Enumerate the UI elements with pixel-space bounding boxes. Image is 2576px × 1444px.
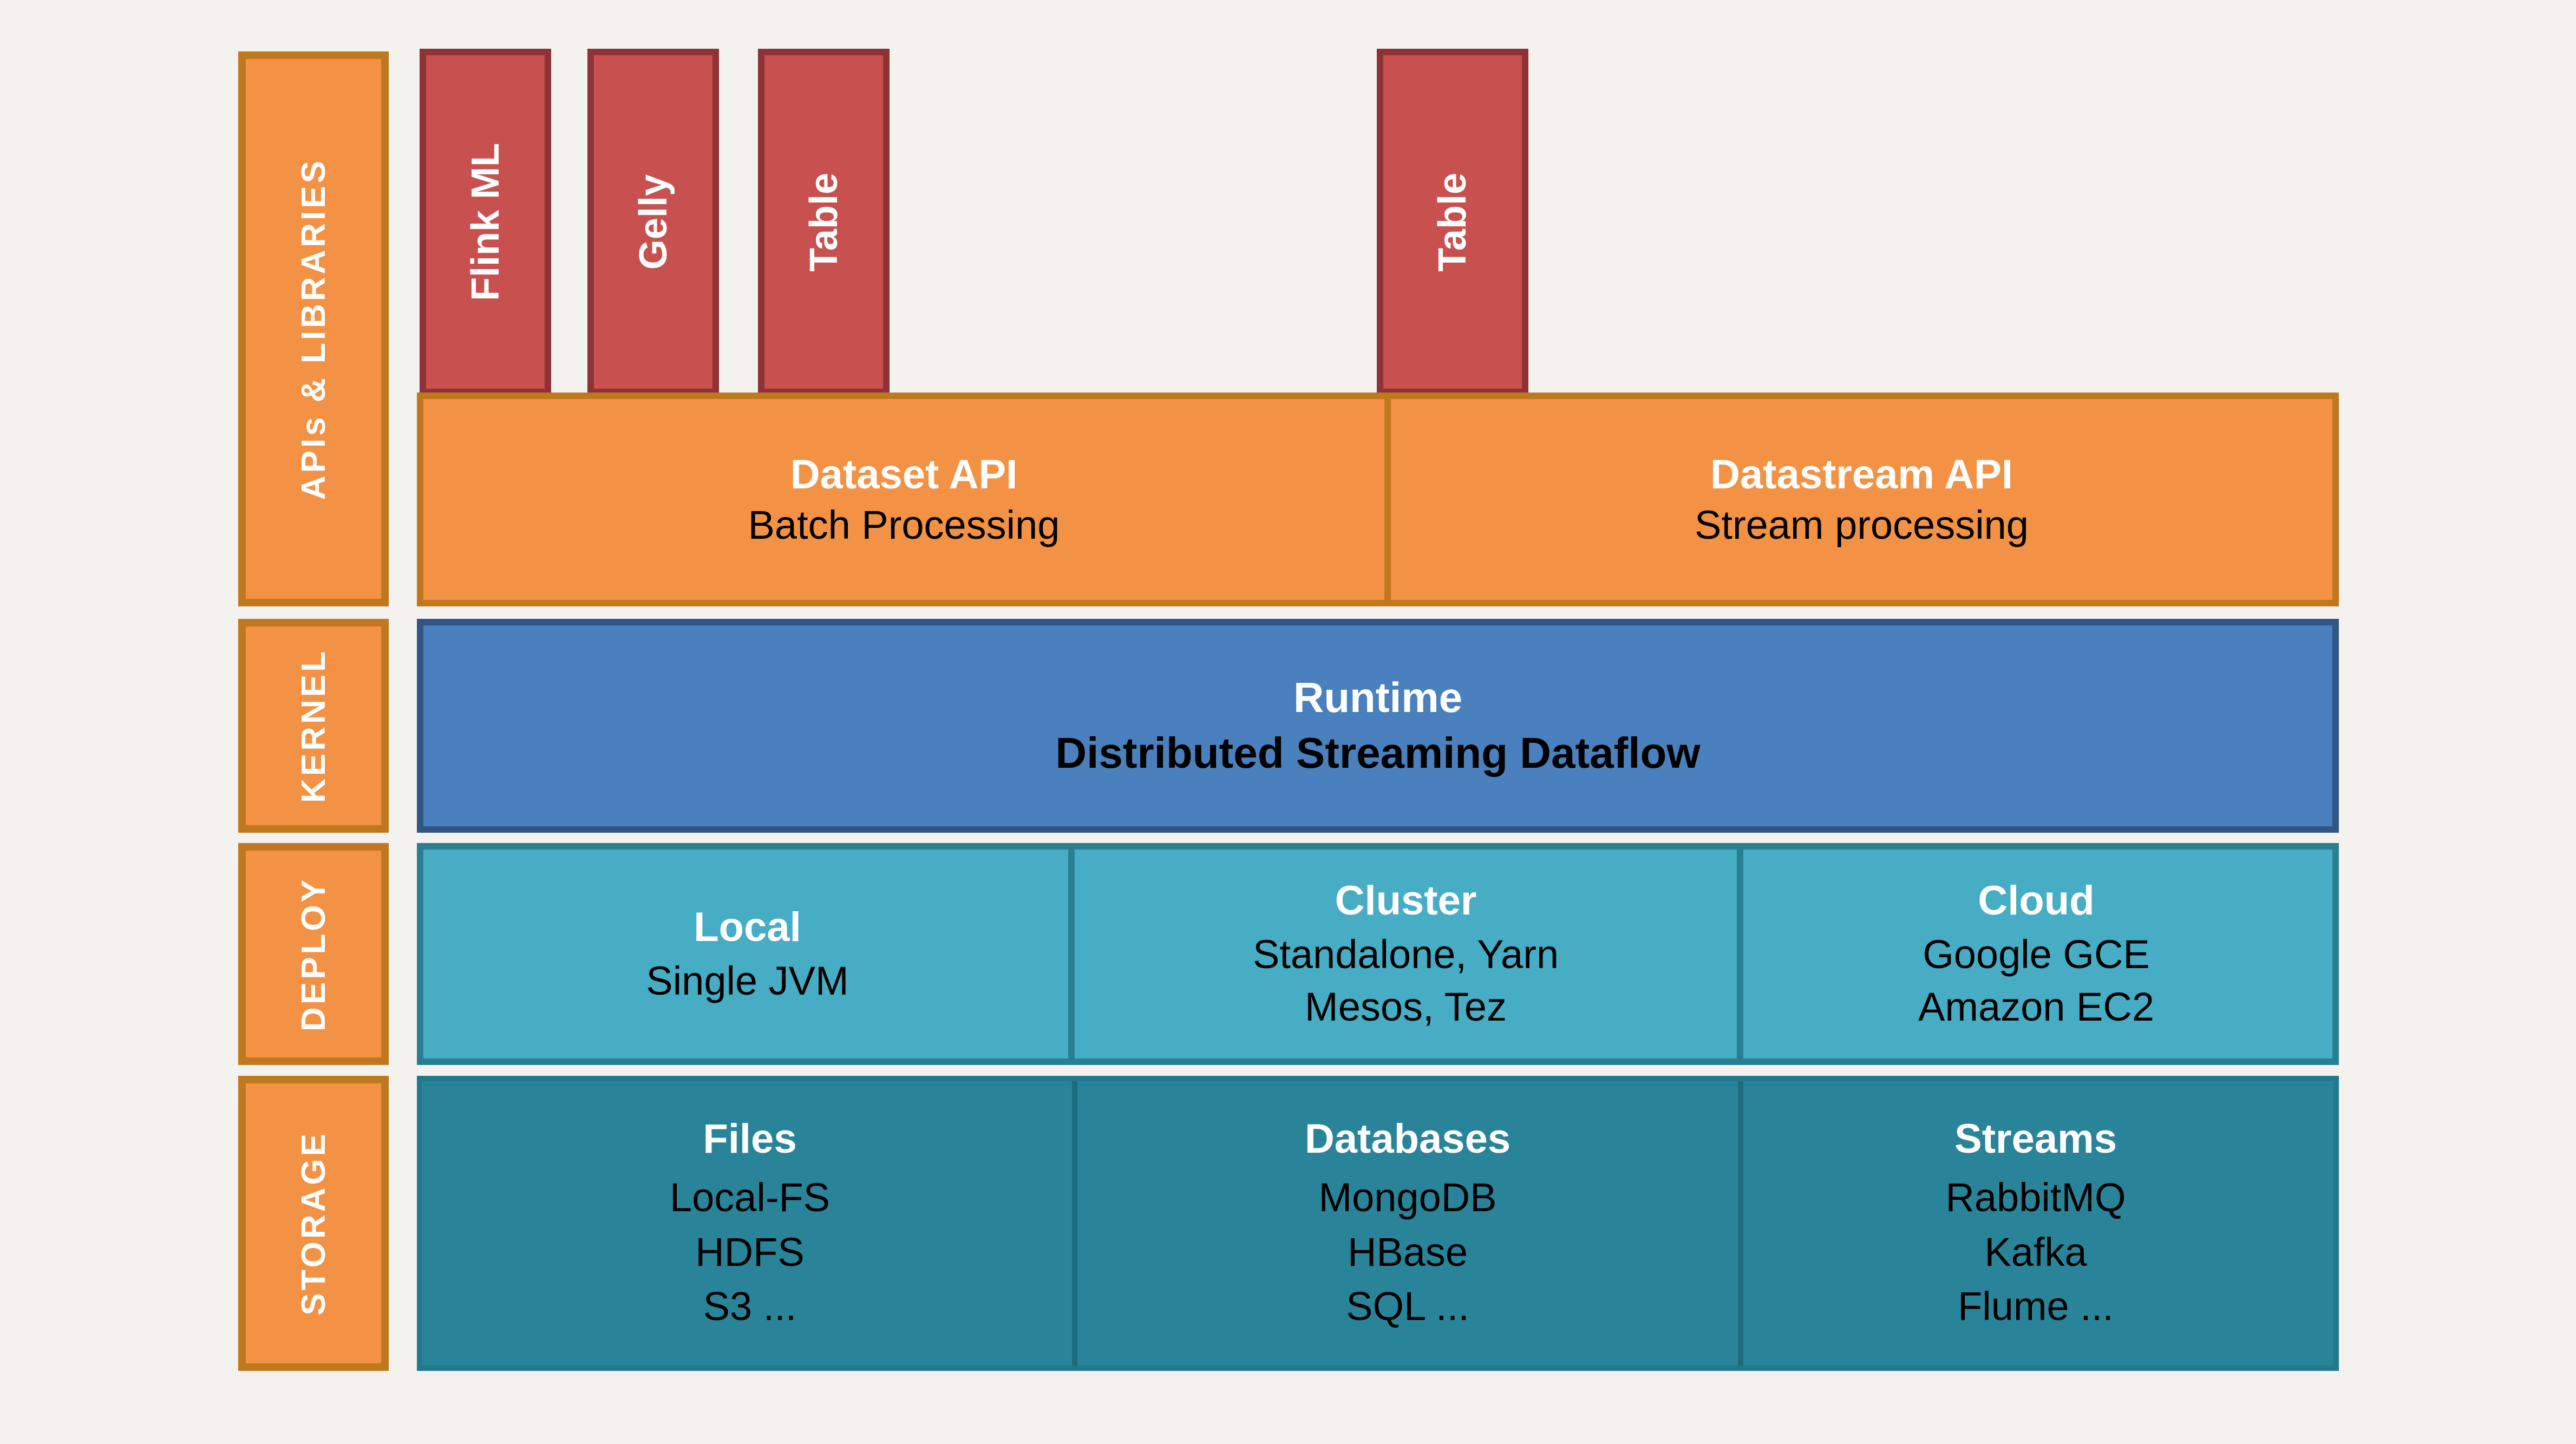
api-title-datastream: Datastream API [1710, 451, 2013, 498]
side-label-deploy-text: DEPLOY [295, 877, 332, 1031]
side-label-apis-libraries-text: APIs & LIBRARIES [295, 158, 332, 500]
api-cell-dataset[interactable]: Dataset API Batch Processing [423, 399, 1384, 600]
deploy-line-local-0: Single JVM [646, 958, 849, 1003]
storage-line-files-2: S3 ... [703, 1284, 797, 1329]
runtime-subtitle: Distributed Streaming Dataflow [1055, 729, 1701, 777]
api-cell-datastream[interactable]: Datastream API Stream processing [1384, 399, 2332, 600]
storage-line-databases-1: HBase [1347, 1229, 1468, 1275]
side-label-apis-libraries: APIs & LIBRARIES [238, 51, 389, 606]
storage-band: Files Local-FS HDFS S3 ... Databases Mon… [417, 1076, 2339, 1371]
library-label-flink-ml: Flink ML [463, 143, 507, 301]
storage-line-streams-2: Flume ... [1958, 1284, 2114, 1329]
side-label-deploy: DEPLOY [238, 843, 389, 1065]
storage-title-streams: Streams [1954, 1116, 2117, 1162]
deploy-line-cluster-0: Standalone, Yarn [1252, 931, 1559, 977]
deploy-cell-cloud[interactable]: Cloud Google GCE Amazon EC2 [1737, 850, 2329, 1059]
library-label-table-batch: Table [802, 172, 846, 272]
runtime-box[interactable]: Runtime Distributed Streaming Dataflow [417, 619, 2339, 833]
runtime-title: Runtime [1293, 673, 1462, 721]
storage-cell-streams[interactable]: Streams RabbitMQ Kafka Flume ... [1738, 1081, 2328, 1365]
storage-line-files-0: Local-FS [669, 1174, 831, 1220]
storage-title-databases: Databases [1304, 1116, 1511, 1162]
storage-line-streams-0: RabbitMQ [1945, 1174, 2126, 1220]
side-label-kernel-text: KERNEL [295, 649, 332, 803]
library-label-table-stream: Table [1431, 172, 1474, 272]
deploy-cell-local[interactable]: Local Single JVM [427, 850, 1068, 1059]
storage-line-streams-1: Kafka [1984, 1229, 2087, 1275]
side-label-storage-text: STORAGE [295, 1131, 332, 1316]
api-band: Dataset API Batch Processing Datastream … [417, 393, 2339, 606]
library-box-gelly[interactable]: Gelly [587, 49, 719, 395]
storage-line-databases-0: MongoDB [1318, 1174, 1497, 1220]
deploy-title-local: Local [694, 904, 801, 950]
storage-cell-databases[interactable]: Databases MongoDB HBase SQL ... [1072, 1081, 1738, 1365]
api-subtitle-dataset: Batch Processing [748, 502, 1060, 547]
library-box-flink-ml[interactable]: Flink ML [420, 49, 551, 395]
library-box-table-stream[interactable]: Table [1377, 49, 1528, 395]
deploy-cell-cluster[interactable]: Cluster Standalone, Yarn Mesos, Tez [1068, 850, 1737, 1059]
storage-line-databases-2: SQL ... [1346, 1284, 1469, 1329]
storage-title-files: Files [703, 1116, 797, 1162]
deploy-title-cluster: Cluster [1335, 877, 1477, 924]
api-title-dataset: Dataset API [790, 451, 1018, 498]
deploy-line-cloud-0: Google GCE [1923, 931, 2150, 977]
deploy-band: Local Single JVM Cluster Standalone, Yar… [417, 843, 2339, 1065]
deploy-title-cloud: Cloud [1978, 877, 2095, 924]
deploy-line-cloud-1: Amazon EC2 [1918, 984, 2154, 1030]
storage-cell-files[interactable]: Files Local-FS HDFS S3 ... [428, 1081, 1072, 1365]
deploy-line-cluster-1: Mesos, Tez [1305, 984, 1507, 1030]
storage-line-files-1: HDFS [695, 1229, 805, 1275]
api-subtitle-datastream: Stream processing [1695, 502, 2029, 547]
library-box-table-batch[interactable]: Table [758, 49, 890, 395]
side-label-kernel: KERNEL [238, 619, 389, 833]
library-label-gelly: Gelly [631, 174, 675, 270]
side-label-storage: STORAGE [238, 1076, 389, 1371]
